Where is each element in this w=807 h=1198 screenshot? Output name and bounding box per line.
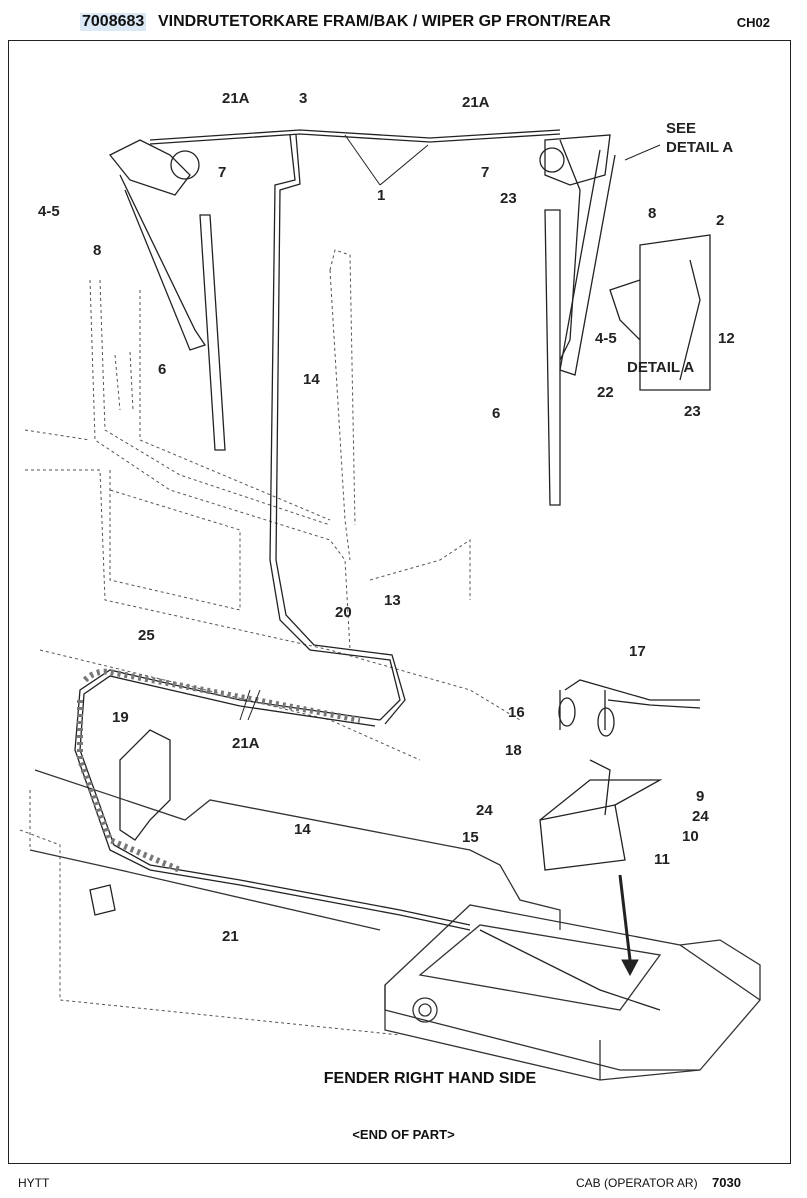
wiper-arm-front: [108, 139, 226, 451]
wiper-parts-diagram: 21A 3 21A SEE DETAIL A 7 7 1 4-5 23 8 8 …: [19, 90, 761, 1081]
callout-14-top: 14: [303, 371, 320, 388]
callout-25: 25: [138, 627, 155, 644]
callout-10: 10: [682, 828, 699, 845]
callout-11: 11: [654, 851, 670, 868]
section-code: CH02: [736, 15, 770, 30]
callout-15: 15: [462, 829, 479, 846]
footer-page-number: 7030: [712, 1175, 741, 1190]
page-title: VINDRUTETORKARE FRAM/BAK / WIPER GP FRON…: [158, 13, 611, 30]
callout-23-detail: 23: [684, 403, 701, 420]
callout-9: 9: [696, 788, 704, 805]
fender-platform: [29, 769, 761, 1081]
callout-21a-left: 21A: [222, 90, 250, 107]
spiral-wrap: [77, 668, 361, 873]
part-number: 7008683: [80, 13, 147, 31]
callout-2: 2: [716, 212, 724, 229]
cab-outline: [19, 249, 521, 1036]
callout-4-5-left: 4-5: [38, 203, 60, 220]
end-of-part: <END OF PART>: [352, 1127, 455, 1142]
callout-detail-a-ref: DETAIL A: [666, 139, 733, 156]
callout-16: 16: [508, 704, 525, 721]
callout-4-5-detail: 4-5: [595, 330, 617, 347]
detail-a-sketch: [609, 234, 711, 391]
callout-6-right: 6: [492, 405, 500, 422]
callout-detail-a: DETAIL A: [627, 359, 694, 376]
callout-7-left: 7: [218, 164, 226, 181]
callout-24-right: 24: [692, 808, 709, 825]
footer-section: CAB (OPERATOR AR): [576, 1176, 698, 1190]
callout-21: 21: [222, 928, 239, 945]
callout-1: 1: [377, 187, 385, 204]
callout-19: 19: [112, 709, 129, 726]
callout-21a-bottom: 21A: [232, 735, 260, 752]
callout-7-right: 7: [481, 164, 489, 181]
callout-8-right: 8: [648, 205, 656, 222]
callout-23-top: 23: [500, 190, 517, 207]
callout-20: 20: [335, 604, 352, 621]
callout-18: 18: [505, 742, 522, 759]
callout-8-left: 8: [93, 242, 101, 259]
footer-left: HYTT: [18, 1176, 50, 1190]
callout-3: 3: [299, 90, 307, 107]
leader-arrows: [239, 134, 661, 977]
callout-14-bottom: 14: [294, 821, 311, 838]
callout-12: 12: [718, 330, 735, 347]
callout-21a-right: 21A: [462, 94, 490, 111]
callout-24-left: 24: [476, 802, 493, 819]
callout-see: SEE: [666, 120, 696, 137]
callout-22: 22: [597, 384, 614, 401]
callout-6-left: 6: [158, 361, 166, 378]
callout-17: 17: [629, 643, 646, 660]
washer-reservoir: [539, 679, 701, 871]
wiper-arm-rear: [539, 134, 616, 506]
washer-pump-small: [89, 884, 116, 916]
callout-13: 13: [384, 592, 401, 609]
page-header: 7008683 VINDRUTETORKARE FRAM/BAK / WIPER…: [8, 8, 792, 38]
pillar-mount: [119, 729, 171, 841]
callout-labels: 21A 3 21A SEE DETAIL A 7 7 1 4-5 23 8 8 …: [38, 90, 735, 945]
diagram-frame: [8, 40, 791, 1164]
fender-caption: FENDER RIGHT HAND SIDE: [323, 1070, 537, 1087]
